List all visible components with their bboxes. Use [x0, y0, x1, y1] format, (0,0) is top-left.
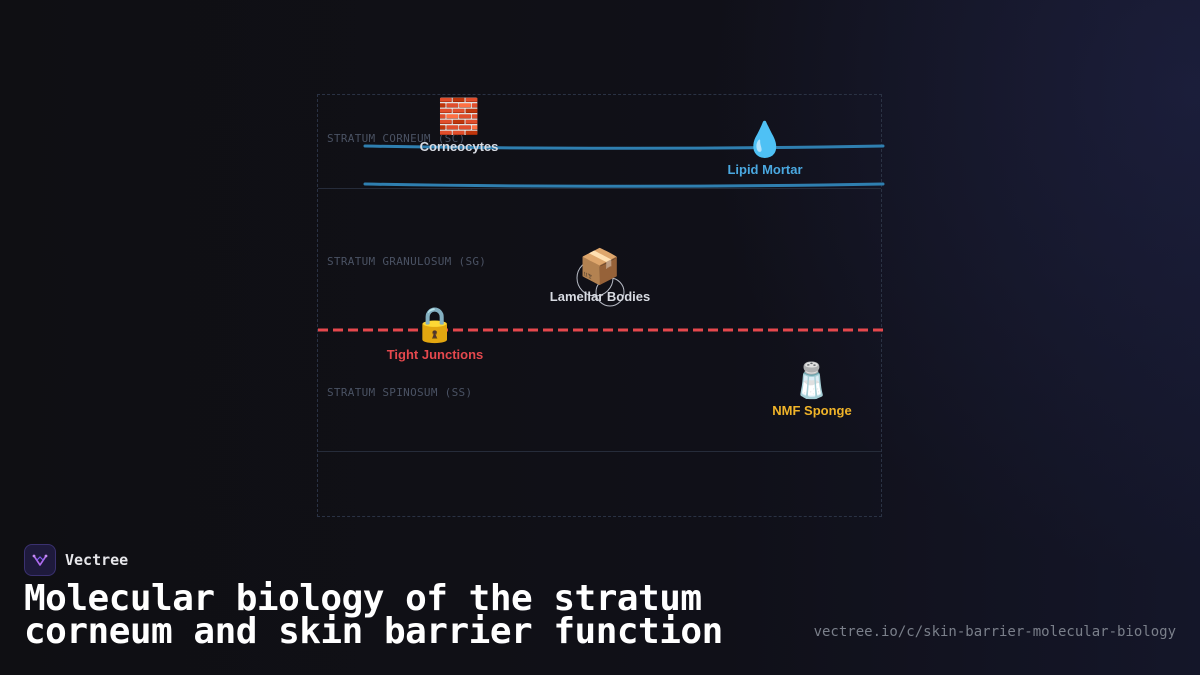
nmf-sponge-label: NMF Sponge: [772, 403, 852, 418]
lipid-mortar-node: 💧 Lipid Mortar: [727, 120, 802, 177]
package-icon: 📦: [578, 248, 622, 286]
brand: Vectree: [24, 544, 128, 576]
lipid-line-top: [363, 144, 885, 150]
brick-icon: 🧱: [437, 98, 481, 136]
layer-label-stratum-spinosum: STRATUM SPINOSUM (SS): [327, 386, 473, 399]
vectree-logo-mark: [32, 554, 48, 566]
lipid-line-bottom: [363, 182, 885, 188]
layer-label-stratum-corneum: STRATUM CORNEUM (SC): [327, 132, 466, 145]
page-title: Molecular biology of the stratum corneum…: [24, 578, 723, 652]
corneocytes-label: Corneocytes: [419, 139, 499, 154]
brand-name: Vectree: [65, 551, 129, 569]
lamellar-bodies-label: Lamellar Bodies: [549, 289, 651, 304]
ss-bottom-boundary: [318, 451, 881, 452]
lamellar-bodies-node: 📦 Lamellar Bodies: [550, 247, 650, 304]
lipid-mortar-label: Lipid Mortar: [727, 162, 803, 177]
vectree-logo-icon: [24, 544, 56, 576]
tight-junctions-node: 🔒 Tight Junctions: [387, 305, 484, 362]
nmf-sponge-node: 🧂 NMF Sponge: [772, 361, 851, 418]
sc-sg-boundary: [318, 188, 881, 189]
page-url[interactable]: vectree.io/c/skin-barrier-molecular-biol…: [813, 624, 1176, 640]
corneocytes-node: 🧱 Corneocytes: [420, 97, 499, 154]
tight-junctions-label: Tight Junctions: [386, 347, 484, 362]
skin-layer-diagram: STRATUM CORNEUM (SC) STRATUM GRANULOSUM …: [317, 94, 885, 517]
lock-icon: 🔒: [413, 306, 457, 344]
lamellar-circle-large: [595, 277, 625, 307]
diagram-overlay: [318, 144, 885, 332]
layer-label-stratum-granulosum: STRATUM GRANULOSUM (SG): [327, 255, 487, 268]
droplet-icon: 💧: [743, 121, 787, 159]
background-glow: [700, 0, 1200, 580]
salt-shaker-icon: 🧂: [790, 362, 834, 400]
